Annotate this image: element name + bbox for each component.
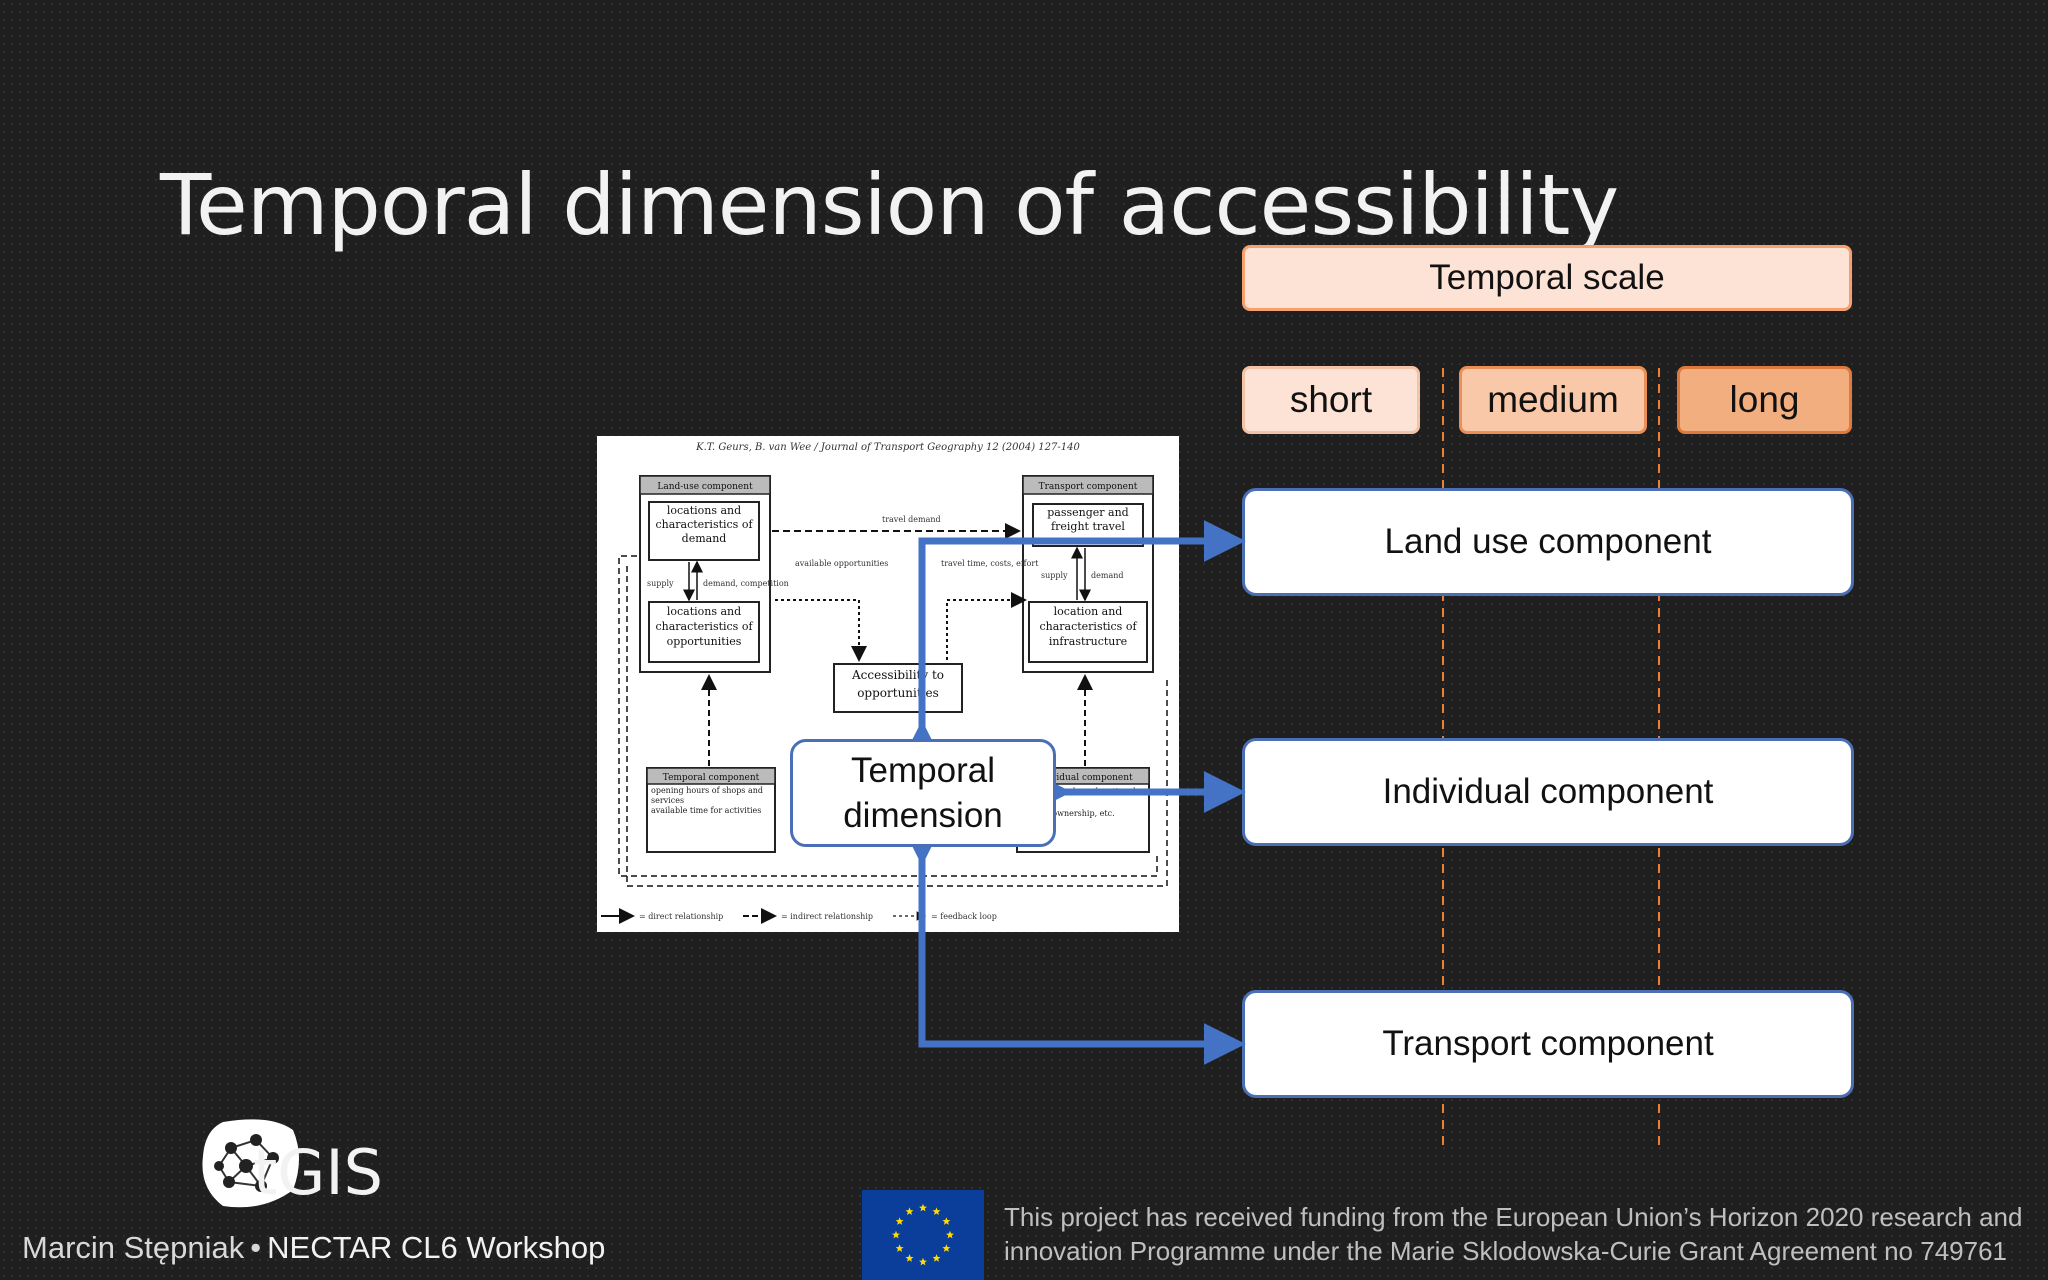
temporal-dimension-line2: dimension xyxy=(843,796,1003,835)
term-short: short xyxy=(1242,366,1420,434)
fig-individual-item: vehicle ownership, etc. xyxy=(1021,809,1115,818)
fig-edge-demand-competition: demand, competition xyxy=(703,579,789,588)
fig-legend-indirect: = indirect relationship xyxy=(781,912,873,921)
eu-star xyxy=(919,1257,927,1266)
eu-star xyxy=(919,1203,927,1212)
individual-component-box: Individual component xyxy=(1242,738,1854,846)
eu-flag-icon xyxy=(862,1190,984,1280)
land-use-component-box: Land use component xyxy=(1242,488,1854,596)
slide-title: Temporal dimension of accessibility xyxy=(160,156,1619,255)
fig-edge-supply: supply xyxy=(647,579,674,588)
fig-temporal-block: Temporal component opening hours of shop… xyxy=(646,767,776,853)
eu-star xyxy=(895,1217,904,1225)
fig-edge-travel-demand: travel demand xyxy=(882,515,941,524)
eu-star xyxy=(946,1230,954,1239)
logo-text: tGIS xyxy=(253,1136,383,1209)
term-medium: medium xyxy=(1459,366,1647,434)
eu-star xyxy=(942,1244,951,1252)
network-logo-icon xyxy=(202,1119,299,1208)
eu-star xyxy=(942,1217,951,1225)
fig-edge-available-opportunities: available opportunities xyxy=(795,559,888,568)
funding-line1: This project has received funding from t… xyxy=(1004,1202,2023,1232)
author-name: Marcin Stępniak xyxy=(22,1230,245,1265)
temporal-dimension-node: Temporal dimension xyxy=(790,739,1056,847)
fig-land-use-block: Land-use component locations and charact… xyxy=(639,475,789,673)
eu-star xyxy=(895,1244,904,1252)
eu-star xyxy=(932,1254,941,1262)
eu-star xyxy=(905,1254,914,1262)
fig-land-demand: locations and characteristics of demand xyxy=(655,504,753,545)
fig-land-opportunities: locations and characteristics of opportu… xyxy=(655,605,753,648)
event-name: NECTAR CL6 Workshop xyxy=(267,1230,606,1265)
fig-land-use-header: Land-use component xyxy=(657,482,753,492)
fig-temporal-item: opening hours of shops and services xyxy=(651,786,763,805)
fig-temporal-header: Temporal component xyxy=(663,773,760,783)
term-long: long xyxy=(1677,366,1852,434)
temporal-scale-header: Temporal scale xyxy=(1242,245,1852,311)
arrow-to-land-use xyxy=(901,520,1246,763)
figure-citation: K.T. Geurs, B. van Wee / Journal of Tran… xyxy=(695,442,1080,453)
fig-legend-direct: = direct relationship xyxy=(639,912,723,921)
footer-credit: Marcin Stępniak•NECTAR CL6 Workshop xyxy=(22,1230,605,1266)
transport-component-box: Transport component xyxy=(1242,990,1854,1098)
eu-star xyxy=(892,1230,900,1239)
temporal-dimension-line1: Temporal xyxy=(851,751,995,790)
arrow-to-transport xyxy=(901,823,1246,1065)
fig-temporal-item: available time for activities xyxy=(651,806,762,815)
eu-star xyxy=(932,1207,941,1216)
funding-line2: innovation Programme under the Marie Skl… xyxy=(1004,1236,2007,1266)
fig-transport-header: Transport component xyxy=(1039,482,1138,492)
eu-star xyxy=(905,1207,914,1216)
funding-statement: This project has received funding from t… xyxy=(1004,1200,2022,1268)
footer-separator: • xyxy=(250,1230,262,1265)
